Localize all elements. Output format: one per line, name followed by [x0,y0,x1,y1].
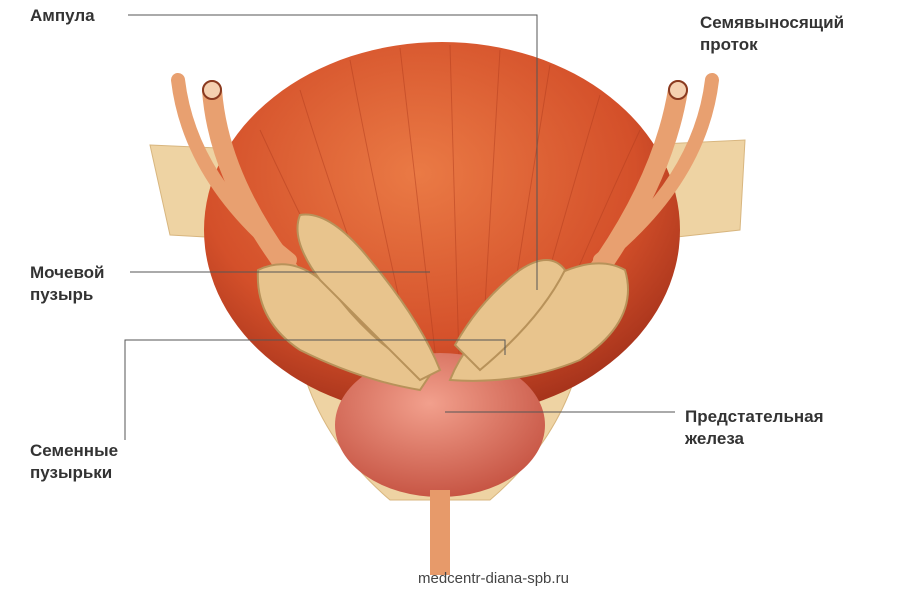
label-line: пузырьки [30,463,113,482]
label-prostate: Предстательная железа [685,406,824,450]
label-line: Семявыносящий [700,13,845,32]
label-seminal-vesicles: Семенные пузырьки [30,440,118,484]
label-line: пузырь [30,285,94,304]
leader-lines [124,14,675,440]
urethra [430,490,450,575]
label-line: проток [700,35,758,54]
watermark: medcentr-diana-spb.ru [418,570,569,587]
prostate [335,353,545,497]
label-ampulla: Ампула [30,6,95,25]
label-line: Мочевой [30,263,105,282]
label-line: Семенные [30,441,119,460]
label-line: железа [685,429,744,448]
label-line: Предстательная [685,407,824,426]
label-bladder: Мочевой пузырь [30,262,105,306]
label-vas-deferens: Семявыносящий проток [700,12,844,56]
